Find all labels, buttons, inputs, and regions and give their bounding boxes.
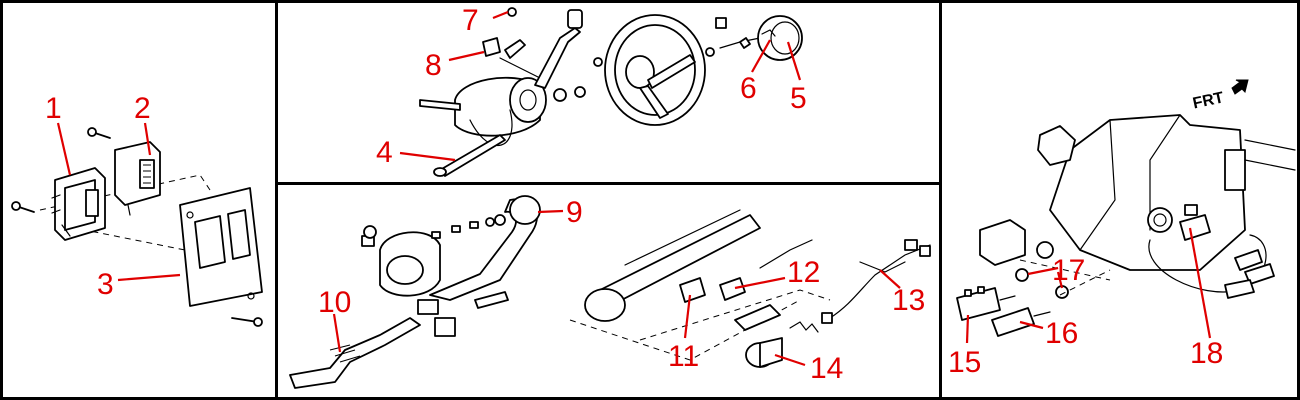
callout-number-17: 17 [1052,254,1085,287]
callout-number-16: 16 [1045,317,1078,350]
callout-number-3: 3 [97,268,114,301]
callout-number-7: 7 [462,4,479,37]
callout-number-2: 2 [134,92,151,125]
callout-numbers: 1 2 3 4 5 6 7 8 9 10 11 12 13 14 15 16 1… [45,4,1223,385]
callout-number-14: 14 [810,352,843,385]
steering-wheel-drawing [419,7,803,177]
panel-dash-mount [939,0,1300,400]
callout-number-8: 8 [425,49,442,82]
front-direction-label: FRT [1191,89,1225,112]
front-direction-arrow [1231,79,1249,95]
switch-assembly-drawing [11,127,263,327]
steering-column-drawing [289,195,931,389]
callout-number-13: 13 [892,284,925,317]
callout-leaders [56,10,1212,367]
callout-number-10: 10 [318,286,351,319]
callout-number-9: 9 [566,196,583,229]
callout-number-11: 11 [668,340,699,373]
callout-number-15: 15 [948,346,981,379]
callout-number-18: 18 [1190,337,1223,370]
callout-number-5: 5 [790,82,807,115]
callout-number-4: 4 [376,136,393,169]
callout-number-12: 12 [787,256,820,289]
callout-number-6: 6 [740,72,757,105]
dash-mount-drawing [956,79,1296,337]
callout-number-1: 1 [45,92,62,125]
